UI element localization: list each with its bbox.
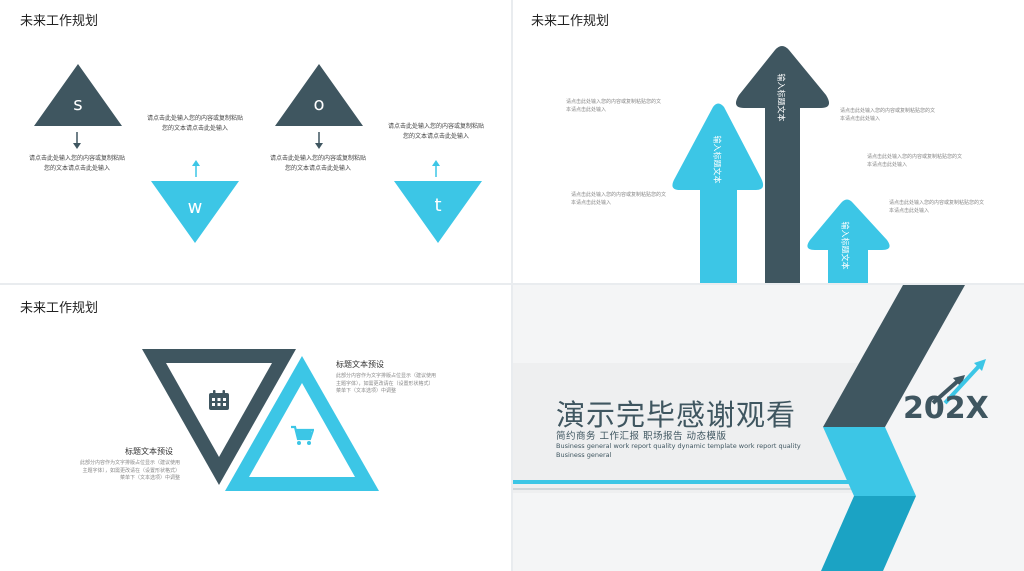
text-t: 请点击此处输入您的内容或复制粘贴您的文本请点击此处输入 [387, 123, 484, 140]
slide-title: 未来工作规划 [20, 14, 99, 29]
heading-left: 标题文本预设 [125, 447, 173, 456]
triangle-w [151, 181, 239, 243]
english-tagline: Business general work report quality dyn… [556, 442, 801, 459]
slide-title: 未来工作规划 [20, 301, 99, 316]
text-w: 请点击此处输入您的内容或复制粘贴您的文本请点击此处输入 [146, 115, 243, 132]
triangle-t [394, 181, 482, 243]
letter-o: o [313, 94, 325, 115]
note-3: 请点击此处输入您的内容或复制粘贴您的文本请点击此处输入 [840, 108, 936, 122]
note-5: 请点击此处输入您的内容或复制粘贴您的文本请点击此处输入 [889, 200, 985, 214]
subtitle: 简约商务 工作汇报 职场报告 动态模版 [556, 431, 727, 442]
heading-right: 标题文本预设 [336, 360, 384, 369]
arrow-left-label: 输入标题文本 [712, 135, 722, 184]
arrow-right-label: 输入标题文本 [840, 221, 850, 270]
swot-shapes [34, 64, 482, 243]
chevron-blue [823, 427, 916, 496]
note-1: 请点击此处输入您的内容或复制粘贴您的文本请点击此处输入 [566, 99, 662, 113]
body-left: 此部分内容作为文字排版占位显示（建议使用主题字体），如需更改请在（设置形状格式）… [79, 460, 180, 481]
arrow-right [807, 199, 890, 283]
chevron-dark [823, 285, 965, 427]
thanks-shapes [513, 285, 986, 571]
calendar-icon [208, 389, 230, 411]
main-title: 演示完毕感谢观看 [556, 398, 797, 432]
triangle-s [34, 64, 122, 126]
letter-t: t [434, 195, 442, 216]
text-s: 请点击此处输入您的内容或复制粘贴您的文本请点击此处输入 [28, 155, 125, 172]
cart-icon [290, 425, 314, 447]
slide-triangles[interactable]: 未来工作规划 [0, 285, 511, 571]
note-4: 请点击此处输入您的内容或复制粘贴您的文本请点击此处输入 [867, 154, 963, 168]
slide-thanks[interactable]: 演示完毕感谢观看 简约商务 工作汇报 职场报告 动态模版 Business ge… [513, 285, 1024, 571]
arrow-center [735, 46, 830, 283]
triangle-o [275, 64, 363, 126]
arrow-shapes [672, 46, 890, 283]
body-right: 此部分内容作为文字排版占位显示（建议使用主题字体），如需更改请在（设置形状格式）… [336, 373, 437, 394]
letter-s: s [73, 94, 83, 115]
letter-w: w [187, 197, 203, 218]
text-o: 请点击此处输入您的内容或复制粘贴您的文本请点击此处输入 [269, 155, 366, 172]
slide-swot[interactable]: 未来工作规划 s o w t 请点击此处输入您的内容或复制粘贴您的文本请点击此处… [0, 0, 511, 283]
slide-title: 未来工作规划 [531, 14, 610, 29]
arrow-left [672, 103, 764, 283]
triangle-shapes [142, 349, 379, 491]
year-label: 202X [903, 391, 989, 426]
slide-arrows[interactable]: 未来工作规划 输入标题文本 输入标题文本 输入标题文本 请点击此处输入您的内容或… [513, 0, 1024, 283]
note-2: 请点击此处输入您的内容或复制粘贴您的文本请点击此处输入 [571, 192, 667, 206]
arrow-center-label: 输入标题文本 [776, 73, 786, 122]
chevron-blue-lower [821, 496, 916, 571]
